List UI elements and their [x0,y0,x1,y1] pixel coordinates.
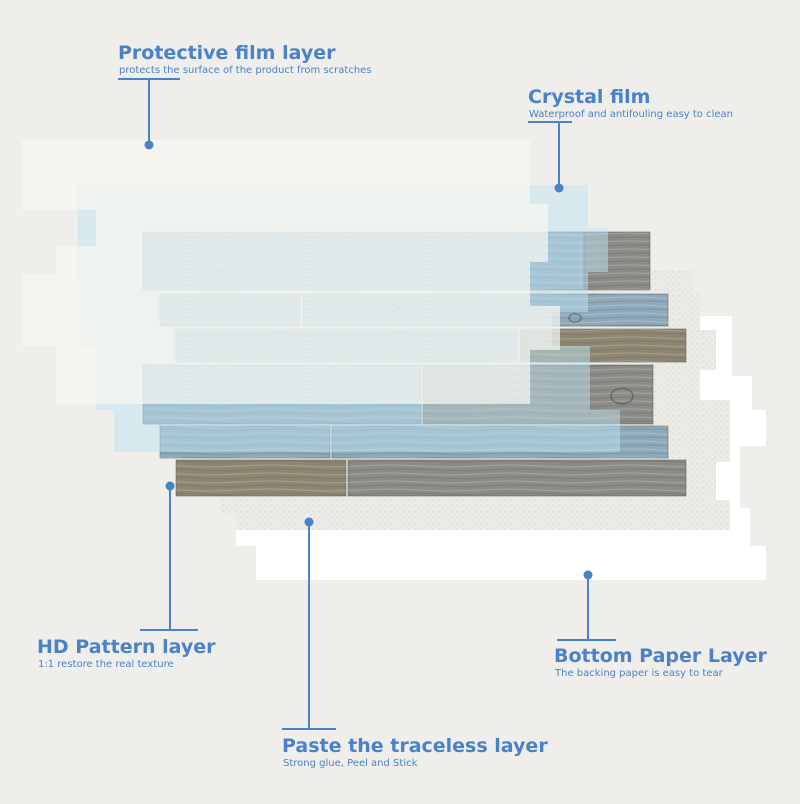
protective-film-subtitle: protects the surface of the product from… [119,65,372,76]
paste-traceless-label: Paste the traceless layer Strong glue, P… [282,735,548,770]
paste-traceless-title: Paste the traceless layer [282,735,548,757]
protective-film-shape [22,140,560,404]
paste-traceless-subtitle: Strong glue, Peel and Stick [283,758,418,769]
crystal-film-subtitle: Waterproof and antifouling easy to clean [529,109,733,120]
hd-pattern-subtitle: 1:1 restore the real texture [38,659,174,670]
protective-film-leader-dot [144,140,154,150]
hd-pattern-label: HD Pattern layer 1:1 restore the real te… [37,636,215,671]
bottom-paper-leader-dot [583,570,593,580]
crystal-film-label: Crystal film Waterproof and antifouling … [528,86,733,121]
crystal-film-leader-dot [554,183,564,193]
bottom-paper-title: Bottom Paper Layer [554,645,767,667]
bottom-paper-label: Bottom Paper Layer The backing paper is … [554,645,767,680]
bottom-paper-subtitle: The backing paper is easy to tear [555,668,723,679]
hd-pattern-title: HD Pattern layer [37,636,216,658]
protective-film-title: Protective film layer [118,42,336,64]
wood-grain [176,460,346,496]
crystal-film-title: Crystal film [528,86,651,108]
protective-film-layer [22,140,560,404]
protective-film-label: Protective film layer protects the surfa… [118,42,372,77]
wood-knot [610,387,634,405]
wood-knot [568,313,582,323]
leader-lines [118,78,616,730]
paste-traceless-leader-dot [304,517,314,527]
wood-grain [348,460,686,496]
hd-pattern-leader-dot [165,481,175,491]
